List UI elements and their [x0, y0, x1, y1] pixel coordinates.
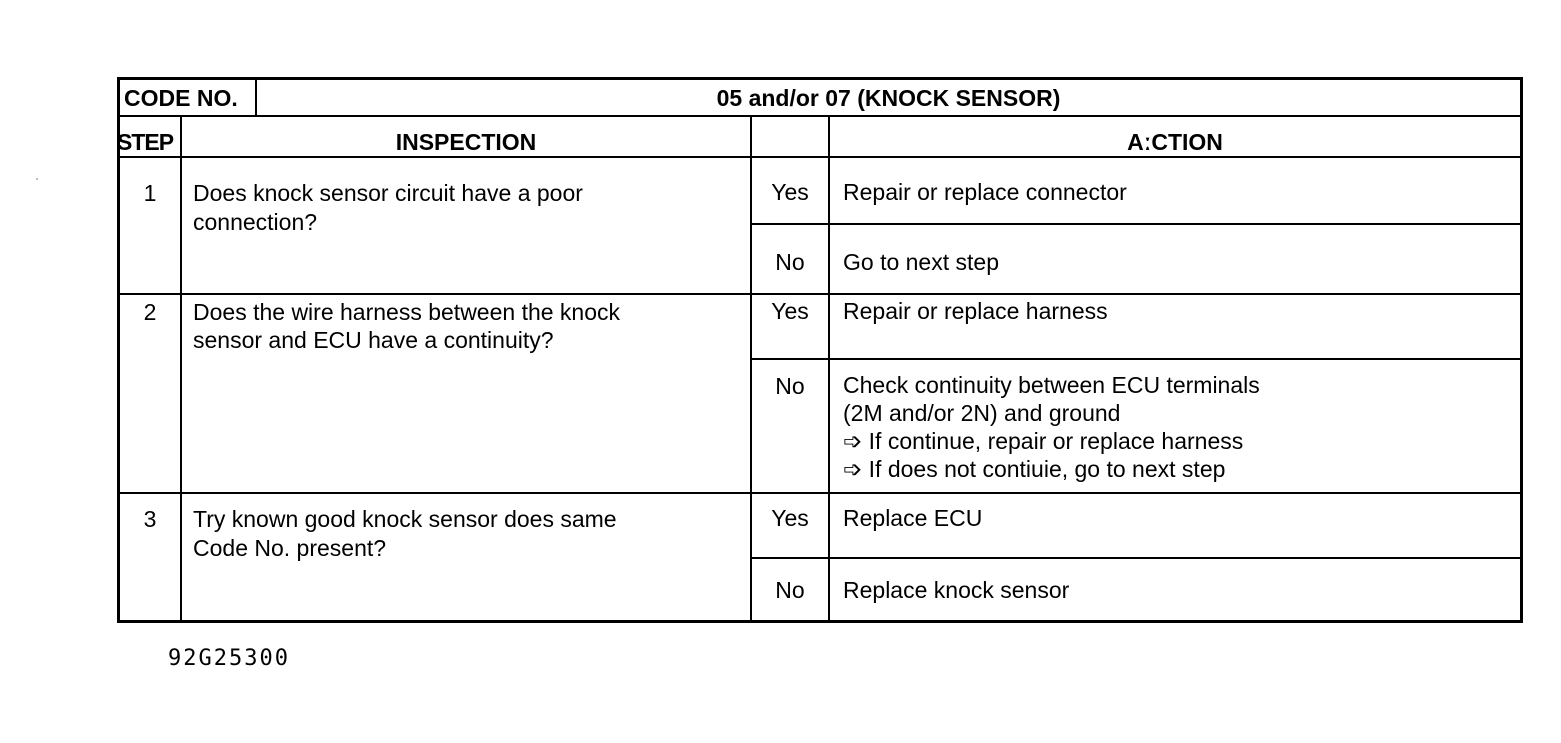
- step-3-yes-no-divider: [750, 557, 1523, 559]
- action-text-line: (2M and/or 2N) and ground: [843, 400, 1121, 426]
- figure-id: 92G25300: [168, 646, 290, 671]
- action-text-line: Replace knock sensor: [843, 577, 1070, 603]
- scan-speck: [36, 178, 38, 180]
- yes-label: Yes: [771, 298, 809, 324]
- column-header-divider: [117, 156, 1523, 158]
- yes-label: Yes: [771, 179, 809, 205]
- no-label: No: [775, 577, 805, 603]
- inspection-text-line: sensor and ECU have a continuity?: [193, 327, 554, 353]
- action-text-line: Go to next step: [843, 249, 999, 275]
- action-column-header: AːCTION: [1127, 129, 1223, 155]
- step-1-divider: [117, 293, 1523, 295]
- action-text-line: ➩ If continue, repair or replace harness: [843, 428, 1244, 454]
- inspection-text-line: Code No. present?: [193, 535, 387, 561]
- step-number: 1: [143, 180, 157, 206]
- table-border-bottom: [117, 620, 1523, 623]
- step-column-header: STEP: [117, 129, 174, 155]
- action-text-line: Replace ECU: [843, 505, 983, 531]
- table-border-left: [117, 77, 120, 623]
- yesno-column-divider: [828, 116, 830, 623]
- no-label: No: [775, 249, 805, 275]
- step-column-divider: [180, 116, 182, 623]
- table-border-right: [1520, 77, 1523, 623]
- inspection-text-line: connection?: [193, 209, 318, 235]
- step-number: 3: [143, 506, 157, 532]
- action-text-line: Repair or replace harness: [843, 298, 1108, 324]
- no-label: No: [775, 373, 805, 399]
- step-number: 2: [143, 299, 157, 325]
- step-2-yes-no-divider: [750, 358, 1523, 360]
- step-1-yes-no-divider: [750, 223, 1523, 225]
- inspection-text-line: Does knock sensor circuit have a poor: [193, 180, 583, 206]
- inspection-column-header: INSPECTION: [395, 129, 537, 155]
- inspection-text-line: Try known good knock sensor does same: [193, 506, 617, 532]
- inspection-text-line: Does the wire harness between the knock: [193, 299, 621, 325]
- action-text-line: Check continuity between ECU terminals: [843, 372, 1260, 398]
- step-2-divider: [117, 492, 1523, 494]
- yes-label: Yes: [771, 505, 809, 531]
- action-text-line: ➩ If does not contiuie, go to next step: [843, 456, 1226, 482]
- diagnostic-table: CODE NO. 05 and/or 07 (KNOCK SENSOR) STE…: [117, 77, 1523, 623]
- header-row-divider: [117, 115, 1523, 117]
- action-text-line: Repair or replace connector: [843, 179, 1127, 205]
- code-label: CODE NO.: [124, 85, 238, 111]
- table-border-top: [117, 77, 1523, 80]
- code-label-separator: [255, 77, 257, 116]
- inspection-column-divider: [750, 116, 752, 623]
- code-value: 05 and/or 07 (KNOCK SENSOR): [716, 85, 1061, 111]
